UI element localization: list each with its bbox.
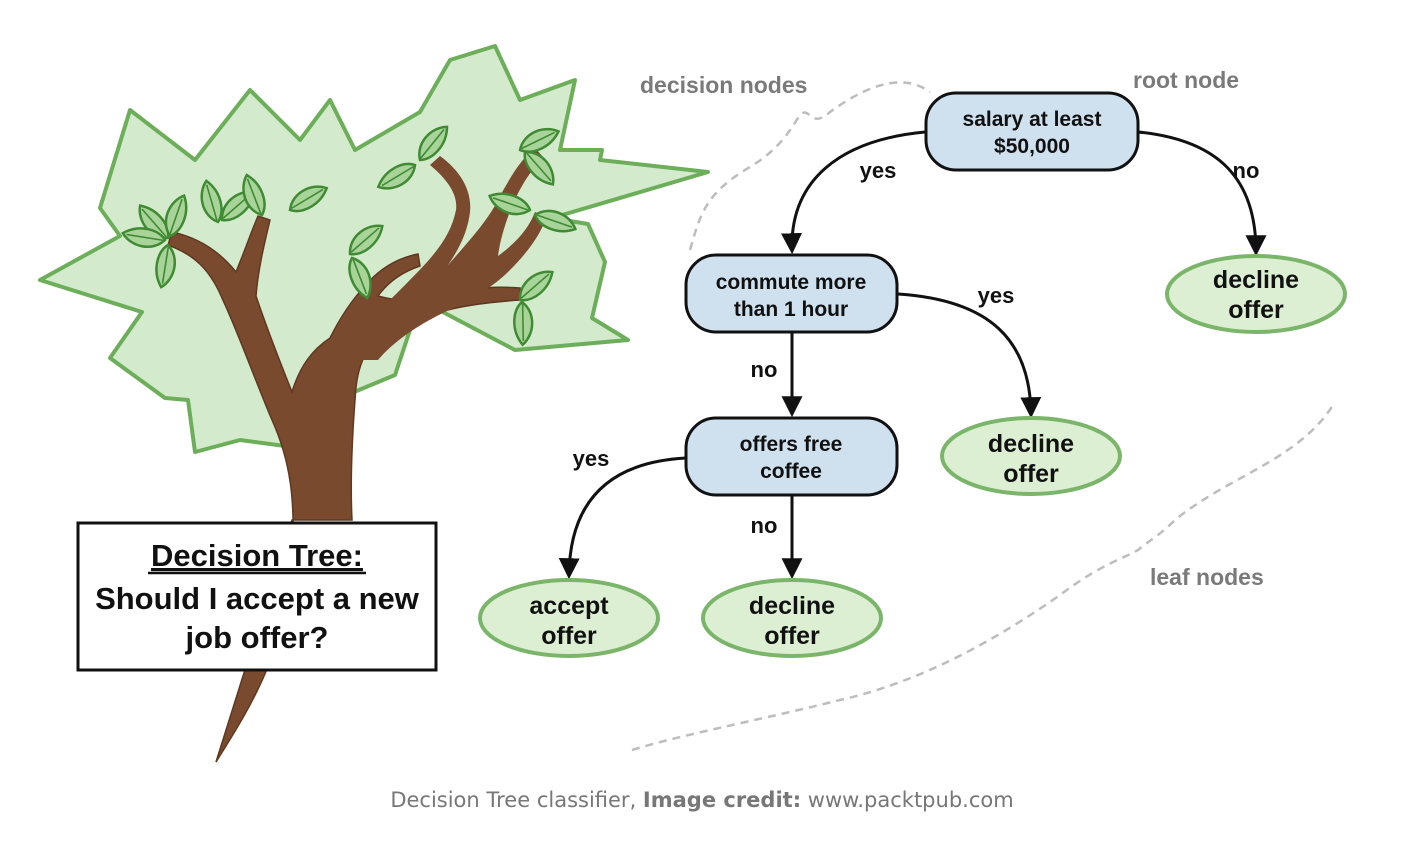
edge-root-no: [1137, 130, 1267, 257]
leaf-decline-commute-line-2: offer: [1003, 460, 1059, 488]
commute-node-line-2: than 1 hour: [734, 298, 848, 321]
title-box: Decision Tree: Should I accept a new job…: [76, 521, 438, 672]
title-box-frame: [76, 521, 438, 672]
leaf-node-decline-coffee: decline offer: [701, 578, 883, 658]
figure-caption: Decision Tree classifier, Image credit: …: [0, 788, 1404, 812]
commute-node-line-1: commute more: [716, 271, 867, 294]
edge-commute-yes: [897, 292, 1042, 419]
edge-label-commute-no: no: [751, 357, 778, 382]
decision-nodes-label: decision nodes: [640, 72, 807, 98]
leaf-nodes-brace: [631, 401, 1337, 752]
edges: yes no yes no yes no: [558, 130, 1267, 580]
leaf-nodes-label: leaf nodes: [1150, 564, 1264, 590]
leaf-decline-salary-line-1: decline: [1213, 266, 1299, 294]
edge-label-coffee-no: no: [751, 513, 778, 538]
tree-canopy: [38, 44, 710, 454]
title-line-2: Should I accept a new: [95, 581, 420, 616]
leaf-node-decline-salary: decline offer: [1165, 254, 1347, 334]
leaf-decline-commute-line-1: decline: [988, 430, 1074, 458]
edge-label-root-yes: yes: [860, 158, 897, 183]
coffee-node-line-1: offers free: [740, 433, 843, 456]
root-node-label: root node: [1133, 67, 1239, 93]
annotations: decision nodes root node leaf nodes: [631, 67, 1337, 752]
edge-label-commute-yes: yes: [978, 283, 1015, 308]
decision-nodes-brace: [688, 81, 931, 251]
decision-node-root: salary at least $50,000: [924, 91, 1140, 172]
root-node-line-2: $50,000: [994, 135, 1070, 158]
decision-node-coffee: offers free coffee: [684, 416, 899, 497]
leaf-node-decline-commute: decline offer: [940, 416, 1122, 496]
edge-label-coffee-yes: yes: [573, 446, 610, 471]
tree-branch-upper: [340, 148, 546, 360]
edge-label-root-no: no: [1233, 158, 1260, 183]
decision-node-commute: commute more than 1 hour: [684, 253, 899, 334]
edge-root-yes: [781, 130, 926, 255]
caption-credit-link[interactable]: www.packtpub.com: [801, 788, 1014, 812]
title-line-3: job offer?: [185, 620, 329, 655]
leaf-decline-coffee-line-1: decline: [749, 592, 835, 620]
tree-illustration: [38, 44, 710, 763]
title-line-1: Decision Tree:: [151, 538, 363, 573]
coffee-node-line-2: coffee: [760, 460, 822, 483]
leaf-accept-coffee-line-1: accept: [529, 592, 609, 620]
caption-prefix: Decision Tree classifier,: [390, 788, 643, 812]
leaf-decline-salary-line-2: offer: [1228, 296, 1284, 324]
leaf-decline-coffee-line-2: offer: [764, 622, 820, 650]
edge-coffee-yes: [558, 456, 687, 580]
root-node-line-1: salary at least: [963, 108, 1102, 131]
leaf-node-accept-coffee: accept offer: [478, 578, 660, 658]
leaf-accept-coffee-line-2: offer: [541, 622, 597, 650]
caption-credit-label: Image credit:: [642, 788, 802, 812]
